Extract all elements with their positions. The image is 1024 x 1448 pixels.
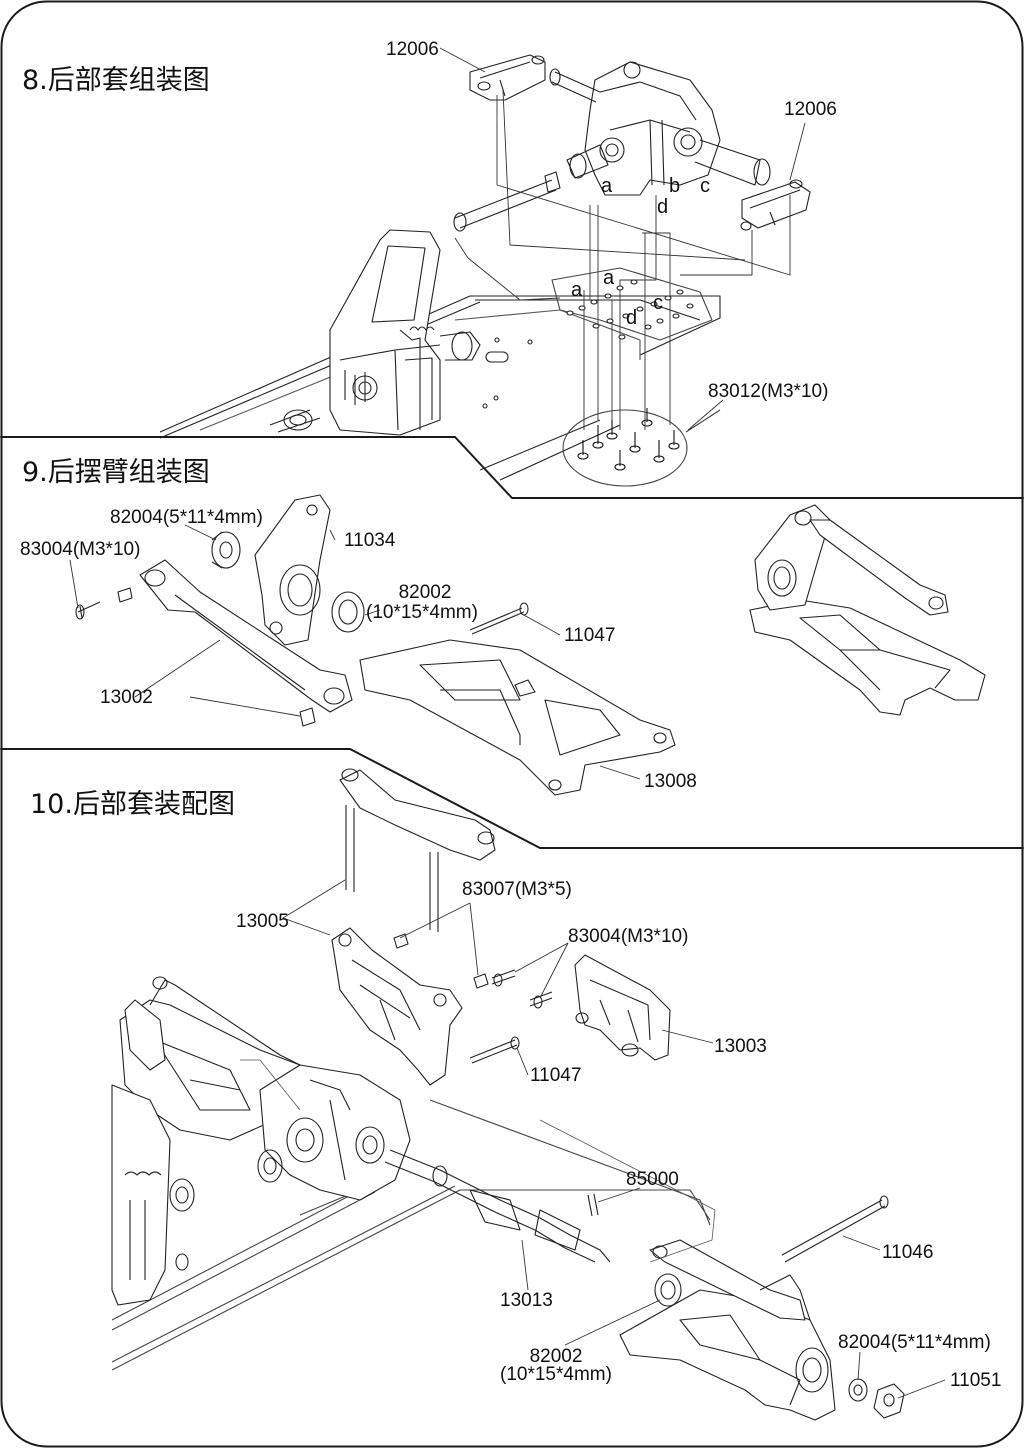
shock-tower [331, 927, 463, 1086]
section-10-drawing [111, 768, 946, 1421]
part-label-11047: 11047 [564, 625, 616, 646]
part-label-82004: 82004(5*11*4mm) [110, 507, 263, 528]
part-label-82004-b: 82004(5*11*4mm) [838, 1332, 991, 1353]
rear-bumper-13003 [574, 954, 671, 1061]
part-label-83004: 83004(M3*10) [20, 539, 141, 560]
assembled-arm [749, 599, 986, 716]
part-label-13013: 13013 [500, 1290, 553, 1311]
section-10-title: 10.后部套装配图 [30, 789, 235, 820]
ref-letter-a-top: a [601, 175, 613, 197]
assembled-link [809, 519, 949, 616]
part-label-11046: 11046 [882, 1242, 934, 1263]
divider-9-10 [0, 748, 1024, 849]
section-8-drawing [159, 47, 811, 487]
hub-carrier-11034 [254, 494, 331, 646]
ref-letter-d-plate: d [626, 307, 638, 329]
driveshaft-13013 [384, 1149, 611, 1263]
ref-letter-a-plate-1: a [571, 279, 583, 301]
hinge-pin-11047 [469, 607, 525, 635]
hinge-holder-right [741, 181, 811, 229]
section-9-title: 9.后摆臂组装图 [22, 457, 210, 488]
part-label-12006-left: 12006 [386, 39, 439, 60]
bearing-82002 [331, 591, 365, 633]
screw-83004-a [491, 969, 516, 985]
part-label-83012: 83012(M3*10) [708, 381, 829, 402]
ball-end-small [117, 587, 133, 603]
bearing-82002-b [654, 1273, 682, 1307]
ref-letter-c-plate: c [653, 292, 663, 314]
nut-11051 [873, 1383, 905, 1419]
part-label-13008: 13008 [644, 771, 697, 792]
turnbuckle-13002 [139, 559, 353, 713]
section-8-title: 8.后部套组装图 [22, 65, 210, 96]
setscrew-lower [473, 973, 489, 989]
part-label-82002-b-size: (10*15*4mm) [500, 1364, 612, 1385]
chassis-plate-10 [111, 1099, 711, 1371]
screws-83012 [577, 408, 680, 471]
ref-letter-b-top: b [669, 175, 681, 197]
hinge-pin-11046 [781, 1199, 886, 1263]
gearbox-tower [329, 229, 441, 436]
body-post-13005 [339, 769, 496, 861]
ref-letter-d-top: d [657, 196, 669, 218]
rear-gearbox [584, 61, 721, 196]
part-label-11047-b: 11047 [530, 1065, 582, 1086]
section-9-drawing [69, 494, 986, 796]
part-label-83007: 83007(M3*5) [462, 879, 572, 900]
outdrive-left [566, 144, 609, 179]
part-label-85000: 85000 [626, 1169, 679, 1190]
part-label-13002: 13002 [100, 687, 153, 708]
part-label-12006-right: 12006 [784, 99, 837, 120]
part-label-82002-b: 82002 [529, 1346, 583, 1367]
part-label-82002-size: (10*15*4mm) [366, 602, 478, 623]
setscrew-upper [393, 933, 409, 949]
suspension-arm-13008 [359, 639, 676, 796]
rear-gearbox-assembled [259, 1064, 411, 1201]
part-label-13003: 13003 [714, 1036, 767, 1057]
part-label-11034: 11034 [344, 530, 396, 551]
part-label-13005: 13005 [236, 911, 289, 932]
bearing-82004-b [848, 1378, 868, 1402]
ref-letter-c-top: c [700, 175, 710, 197]
part-label-82002: 82002 [398, 582, 452, 603]
part-label-11051: 11051 [950, 1370, 1002, 1391]
hinge-pin-11047-b [469, 1039, 518, 1064]
screw-group-outline [562, 409, 688, 487]
gear-tower-lower [111, 1084, 171, 1306]
divider-8-9 [0, 436, 1024, 499]
part-label-83004-b: 83004(M3*10) [568, 926, 689, 947]
screw-83004 [77, 601, 101, 619]
bearing-82004 [211, 531, 241, 569]
mounting-plate [551, 267, 713, 341]
ball-end-bottom [299, 707, 316, 727]
pin-85000 [587, 1193, 599, 1217]
ref-letter-a-plate-2: a [603, 267, 615, 289]
outdrive-right [694, 139, 761, 186]
